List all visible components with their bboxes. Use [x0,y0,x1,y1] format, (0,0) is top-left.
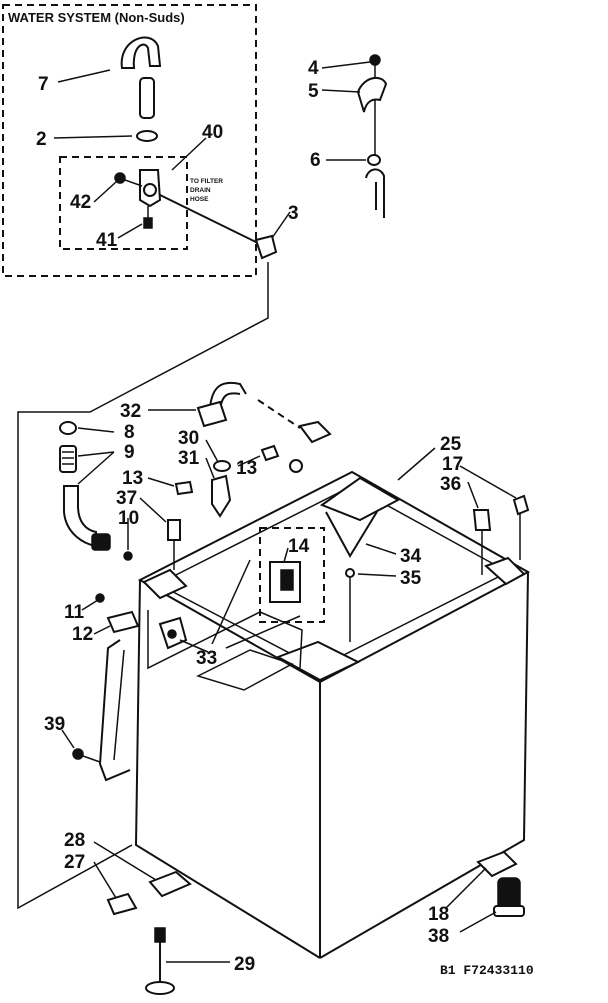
hose-fitting [254,234,278,260]
callout-25: 25 [440,434,462,455]
switch-box [259,527,325,623]
callout-33: 33 [196,648,217,669]
screw-4 [369,54,381,66]
screw-39 [72,748,84,760]
pump-bracket-12 [106,610,140,634]
callout-3: 3 [288,203,299,224]
valve-plug [143,217,153,229]
hose-clamp-8 [59,421,77,435]
bracket-28 [148,870,192,898]
callout-31: 31 [178,448,200,469]
callout-numbers: 7 2 40 42 41 3 4 5 6 32 8 9 30 31 13 13 … [36,58,463,975]
valve-port [143,183,157,197]
post-17 [512,494,530,516]
hose-end-10 [91,533,111,551]
inset-title: WATER SYSTEM (Non-Suds) [8,10,185,25]
corner-brace-right [484,556,526,586]
diagram-code: B1 F72433110 [440,963,534,978]
inlet-hose-32 [209,381,247,409]
grommet-6 [367,154,381,166]
rear-panel-frame [98,639,131,782]
hose-clamp [136,130,158,142]
leader-lines [53,61,517,963]
nut-35 [345,568,355,578]
bolt-37 [167,519,181,541]
hose-route-outline [17,262,269,910]
post-36 [472,509,492,531]
callout-8: 8 [124,422,135,443]
callout-14: 14 [288,536,310,557]
suspension-strap [325,509,379,559]
callout-32: 32 [120,401,141,422]
screw-13-right [260,444,280,462]
washer-30 [213,460,231,472]
hose-tube [139,77,155,119]
inset-border [2,4,257,277]
callout-42: 42 [70,192,91,213]
drain-note-1: TO FILTER [190,178,223,185]
drain-hose [63,485,97,548]
callout-12: 12 [72,624,93,645]
callout-11: 11 [64,602,85,623]
callout-28: 28 [64,830,85,851]
clamp-5 [356,76,388,113]
callout-2: 2 [36,129,47,150]
cabinet-front [134,579,321,959]
callout-7: 7 [38,74,49,95]
callout-18: 18 [428,904,449,925]
valve-screw [114,172,126,184]
cabinet-right [319,571,529,959]
water-system-inset: WATER SYSTEM (Non-Suds) TO FILTER DRAIN … [2,4,278,277]
callout-17: 17 [442,454,463,475]
foot-27 [106,892,138,916]
inlet-valve [298,420,332,444]
leg-foot-29 [145,981,175,995]
callout-5: 5 [308,81,319,102]
callout-39: 39 [44,714,65,735]
callout-37: 37 [116,488,137,509]
front-shelf [195,649,294,691]
callout-10: 10 [118,508,139,529]
clip-31 [211,474,232,518]
valve-subbox [59,156,188,250]
inlet-fitting-32 [196,400,228,428]
screw-10 [123,551,133,561]
callout-36: 36 [440,474,461,495]
callout-13-left: 13 [122,468,143,489]
cabinet-top-inner [156,485,510,669]
side-hose-group [356,54,388,218]
callout-30: 30 [178,428,199,449]
callout-35: 35 [400,568,422,589]
callout-41: 41 [96,230,118,251]
coupling-9 [59,445,77,473]
corner-brace-left [142,568,188,600]
callout-13-right: 13 [236,458,257,479]
callout-29: 29 [234,954,255,975]
drain-note-3: HOSE [190,196,209,203]
drain-note-2: DRAIN [190,187,211,194]
left-side-parts [17,262,332,995]
corner-brace-back [319,476,401,522]
callout-9: 9 [124,442,135,463]
washer-cabinet [134,470,531,959]
inlet-hose-dashed [257,399,301,429]
corner-brace-front [275,640,361,682]
leveling-leg-foot [493,905,525,917]
leveler-bracket [476,850,518,878]
callout-4: 4 [308,58,319,79]
callout-27: 27 [64,852,85,873]
callout-34: 34 [400,546,422,567]
callout-38: 38 [428,926,449,947]
hose-elbow [120,36,162,69]
callout-6: 6 [310,150,321,171]
side-hose [365,168,385,218]
callout-40: 40 [202,122,223,143]
screw-13-left [174,480,194,496]
